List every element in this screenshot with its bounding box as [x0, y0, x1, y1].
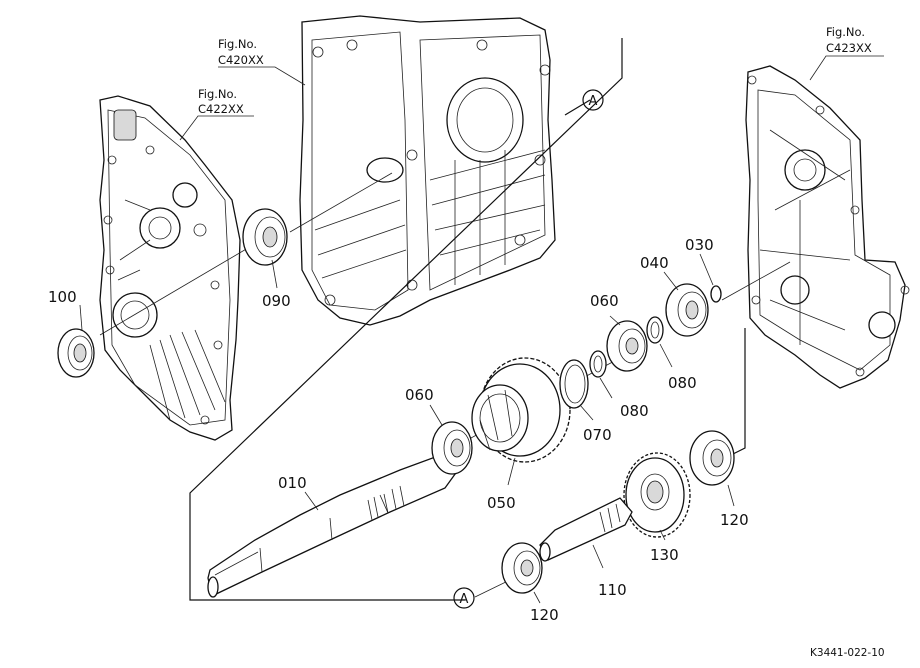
- part-080-washer-lower: [589, 350, 607, 378]
- label-010: 010: [278, 474, 307, 492]
- callout-a-upper-label: A: [589, 94, 598, 109]
- right-transmission-cover: [745, 65, 910, 389]
- drawing-code: K3441-022-10: [810, 647, 885, 659]
- part-130-gear: [623, 452, 691, 538]
- part-090-ball-bearing: [242, 208, 288, 266]
- part-leader-lines: [79, 253, 735, 604]
- callout-a-lower: A: [453, 587, 475, 609]
- part-010-main-shaft: [207, 455, 459, 598]
- left-transmission-cover: [99, 95, 241, 441]
- part-110-counter-shaft: [539, 497, 633, 562]
- callout-a-upper: A: [582, 89, 604, 111]
- part-050-gear: [471, 357, 571, 463]
- label-030: 030: [685, 236, 714, 254]
- part-100-oil-seal: [57, 328, 95, 378]
- label-110: 110: [598, 581, 627, 599]
- part-040-ball-bearing: [665, 283, 709, 337]
- fig-ref-right-line1: Fig.No.: [826, 25, 865, 39]
- label-060-left: 060: [405, 386, 434, 404]
- label-060-upper: 060: [590, 292, 619, 310]
- part-060-ball-bearing-upper: [606, 320, 648, 372]
- part-030-retaining-ring: [710, 285, 722, 303]
- fig-ref-left-cover: Fig.No. C422XX: [179, 87, 254, 141]
- part-120-ball-bearing-lower: [501, 542, 543, 594]
- fig-ref-right-line2: C423XX: [826, 41, 872, 55]
- center-transmission-case: [299, 15, 556, 326]
- fig-ref-left-line1: Fig.No.: [198, 87, 237, 101]
- fig-ref-center-case: Fig.No. C420XX: [218, 37, 306, 86]
- fig-ref-left-line2: C422XX: [198, 102, 244, 116]
- label-080-lower: 080: [620, 402, 649, 420]
- label-040: 040: [640, 254, 669, 272]
- label-090: 090: [262, 292, 291, 310]
- label-120-right: 120: [720, 511, 749, 529]
- part-060-ball-bearing-left: [431, 421, 473, 475]
- fig-ref-center-line1: Fig.No.: [218, 37, 257, 51]
- label-120-lower: 120: [530, 606, 559, 624]
- part-080-washer-upper: [646, 316, 664, 344]
- fig-ref-center-line2: C420XX: [218, 53, 264, 67]
- label-130: 130: [650, 546, 679, 564]
- label-050: 050: [487, 494, 516, 512]
- label-080-upper: 080: [668, 374, 697, 392]
- callout-a-lower-label: A: [460, 592, 469, 607]
- part-070-snap-ring: [559, 359, 589, 409]
- label-070: 070: [583, 426, 612, 444]
- part-120-ball-bearing-right: [689, 430, 735, 486]
- fig-ref-right-cover: Fig.No. C423XX: [809, 25, 884, 81]
- label-100: 100: [48, 288, 77, 306]
